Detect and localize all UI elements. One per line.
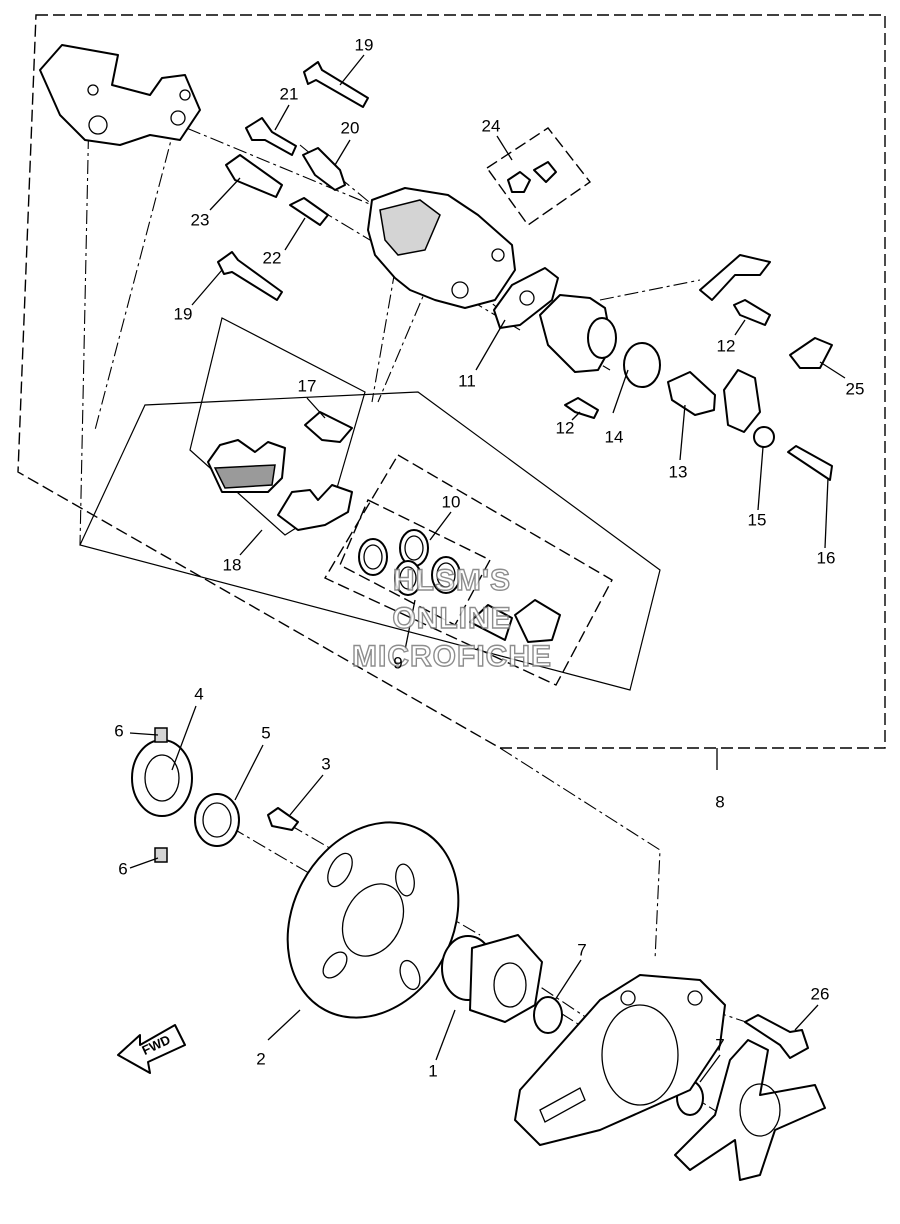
- parking-brake-parts: [539, 254, 833, 481]
- callout-25: 25: [846, 380, 865, 399]
- callout-9: 9: [393, 654, 402, 673]
- brake-pads: [207, 439, 353, 531]
- callout-7-upper: 7: [577, 941, 586, 960]
- watermark-line-1: HLSM'S: [393, 564, 511, 597]
- callout-4: 4: [194, 685, 203, 704]
- callout-7-lower: 7: [715, 1036, 724, 1055]
- callout-17: 17: [298, 377, 317, 396]
- callout-18: 18: [223, 556, 242, 575]
- callout-22: 22: [263, 249, 282, 268]
- seal-kit-inner-outline: [339, 499, 491, 626]
- bearing-housing: [514, 974, 726, 1146]
- callout-26: 26: [811, 985, 830, 1004]
- washer: [194, 793, 240, 847]
- callout-3: 3: [321, 755, 330, 774]
- callout-11: 11: [458, 372, 476, 391]
- pad-spring: [304, 411, 353, 443]
- seal-kit-outline: [324, 454, 613, 686]
- sprocket-hub: [674, 1039, 826, 1181]
- callout-19-bottom: 19: [174, 305, 193, 324]
- hub: [441, 934, 543, 1023]
- callout-13: 13: [669, 463, 688, 482]
- callout-16: 16: [817, 549, 836, 568]
- axle-lock-nut: [131, 727, 193, 863]
- callout-6-bottom: 6: [118, 860, 127, 879]
- callout-21: 21: [280, 85, 299, 104]
- callout-leaders: [129, 54, 846, 1083]
- callout-8: 8: [715, 793, 724, 812]
- forward-direction-arrow: FWD: [117, 1024, 186, 1074]
- bleed-screw: [507, 161, 557, 193]
- callout-1: 1: [428, 1062, 437, 1081]
- callout-6-top: 6: [114, 722, 123, 741]
- bracket-group-outline: [79, 391, 661, 691]
- bleed-set-outline: [486, 127, 592, 226]
- callout-12-left: 12: [556, 419, 575, 438]
- caliper-body: [367, 187, 516, 309]
- pad-group-outline: [189, 317, 366, 536]
- callout-5: 5: [261, 724, 270, 743]
- callout-23: 23: [191, 211, 210, 230]
- gasket: [493, 267, 559, 329]
- pins-and-bolts: [217, 61, 369, 301]
- callout-24: 24: [482, 117, 501, 136]
- caliper-bracket: [39, 44, 201, 146]
- caliper-assembly-outline: [17, 14, 886, 749]
- watermark-line-2: ONLINE: [392, 602, 511, 635]
- callout-numbers: 19 21 20 23 22 19 24 17 11 12 25 14 12 1…: [114, 36, 864, 1081]
- callout-12-right: 12: [717, 337, 736, 356]
- callout-10: 10: [442, 493, 461, 512]
- watermark: HLSM'S ONLINE MICROFICHE: [351, 563, 552, 673]
- callout-19-top: 19: [355, 36, 374, 55]
- watermark-line-3: MICROFICHE: [352, 640, 552, 673]
- disc-bolt: [267, 807, 299, 831]
- brake-disc: [286, 821, 460, 1019]
- callout-15: 15: [748, 511, 767, 530]
- callout-20: 20: [341, 119, 360, 138]
- callout-14: 14: [605, 428, 624, 447]
- callout-2: 2: [256, 1050, 265, 1069]
- housing-bolt: [744, 1014, 809, 1059]
- pistons: [469, 599, 561, 643]
- piston-seals: [358, 529, 461, 596]
